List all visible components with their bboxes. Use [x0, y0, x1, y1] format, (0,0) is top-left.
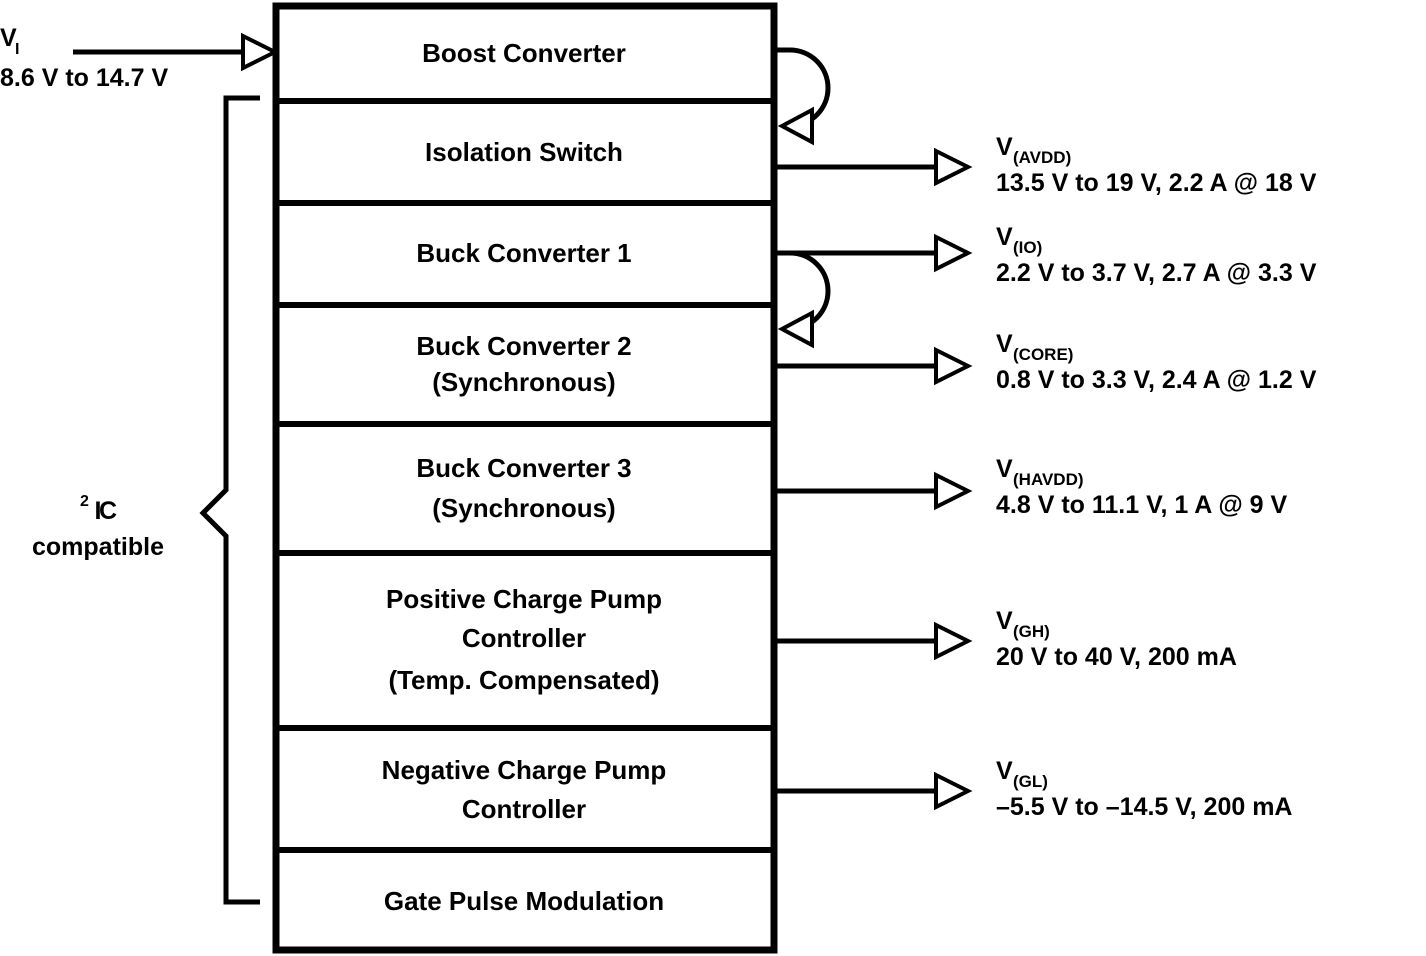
output-label-avdd-subscript: (AVDD) — [1013, 148, 1071, 167]
feedback-loop-buck1-to-buck2 — [776, 250, 831, 349]
input-label-subscript: I — [15, 41, 19, 58]
output-label-gl: V (GL) –5.5 V to –14.5 V, 200 mA — [996, 757, 1292, 821]
output-label-avdd-name: V — [996, 133, 1013, 161]
output-label-core-spec: 0.8 V to 3.3 V, 2.4 A @ 1.2 V — [996, 366, 1317, 394]
output-label-core-subscript: (CORE) — [1013, 345, 1073, 364]
output-label-gl-subscript: (GL) — [1013, 772, 1048, 791]
output-label-gl-spec: –5.5 V to –14.5 V, 200 mA — [996, 793, 1292, 821]
block-label-buck-converter-2: Buck Converter 2 — [416, 331, 631, 361]
block-dividers — [279, 98, 771, 853]
block-label-buck-converter-2-sub: (Synchronous) — [432, 367, 615, 397]
block-label-isolation-switch: Isolation Switch — [425, 137, 623, 167]
output-label-avdd: V (AVDD) 13.5 V to 19 V, 2.2 A @ 18 V — [996, 133, 1317, 197]
feedback-loop-1-arrowhead — [777, 106, 814, 146]
feedback-loop-boost-to-isolation — [776, 47, 831, 146]
i2c-label-group: I 2 C compatible — [32, 493, 164, 561]
main-device-box — [272, 2, 778, 954]
block-label-boost-converter: Boost Converter — [422, 38, 626, 68]
output-arrow-io-head — [934, 233, 973, 273]
output-label-gl-name: V — [996, 757, 1013, 785]
i2c-bracket-path — [199, 95, 260, 905]
output-label-io-subscript: (IO) — [1013, 238, 1042, 257]
output-label-core: V (CORE) 0.8 V to 3.3 V, 2.4 A @ 1.2 V — [996, 330, 1317, 394]
output-label-core-name: V — [996, 330, 1013, 358]
output-label-havdd-subscript: (HAVDD) — [1013, 470, 1084, 489]
output-arrows — [776, 147, 973, 811]
output-arrow-avdd-head — [934, 147, 973, 187]
i2c-label-compatible: compatible — [32, 533, 164, 561]
output-arrow-gh-head — [934, 621, 973, 661]
output-label-gh-subscript: (GH) — [1013, 622, 1050, 641]
output-label-havdd-spec: 4.8 V to 11.1 V, 1 A @ 9 V — [996, 491, 1288, 519]
block-label-buck-converter-3: Buck Converter 3 — [416, 453, 631, 483]
input-label-name: V — [0, 24, 17, 52]
block-label-positive-charge-pump: Positive Charge Pump — [386, 584, 662, 614]
i2c-bus-bracket — [199, 95, 260, 905]
output-label-havdd-name: V — [996, 455, 1013, 483]
input-label-group: V I 8.6 V to 14.7 V — [0, 24, 168, 92]
input-arrow-head — [241, 32, 280, 72]
input-arrow-vi — [73, 32, 280, 72]
input-label-spec: 8.6 V to 14.7 V — [0, 64, 168, 92]
block-label-positive-charge-pump-line2: Controller — [462, 623, 586, 653]
output-arrow-core-head — [934, 346, 973, 386]
block-label-negative-charge-pump: Negative Charge Pump — [382, 755, 667, 785]
block-label-negative-charge-pump-line2: Controller — [462, 794, 586, 824]
output-label-avdd-spec: 13.5 V to 19 V, 2.2 A @ 18 V — [996, 169, 1317, 197]
i2c-label-superscript: 2 — [80, 493, 89, 510]
output-arrow-havdd-head — [934, 471, 973, 511]
output-label-havdd: V (HAVDD) 4.8 V to 11.1 V, 1 A @ 9 V — [996, 455, 1288, 519]
block-label-buck-converter-1: Buck Converter 1 — [416, 238, 631, 268]
output-label-io: V (IO) 2.2 V to 3.7 V, 2.7 A @ 3.3 V — [996, 223, 1317, 287]
output-label-gh-spec: 20 V to 40 V, 200 mA — [996, 643, 1237, 671]
feedback-loop-2-arrowhead — [777, 309, 814, 349]
output-label-io-spec: 2.2 V to 3.7 V, 2.7 A @ 3.3 V — [996, 259, 1317, 287]
block-label-positive-charge-pump-line3: (Temp. Compensated) — [388, 665, 659, 695]
i2c-label-c: C — [99, 497, 117, 525]
block-label-gate-pulse-modulation: Gate Pulse Modulation — [384, 886, 664, 916]
block-label-buck-converter-3-sub: (Synchronous) — [432, 493, 615, 523]
output-label-io-name: V — [996, 223, 1013, 251]
output-arrow-gl-head — [934, 771, 973, 811]
i2c-label-i: I — [95, 497, 102, 525]
output-label-gh: V (GH) 20 V to 40 V, 200 mA — [996, 607, 1237, 671]
output-label-gh-name: V — [996, 607, 1013, 635]
